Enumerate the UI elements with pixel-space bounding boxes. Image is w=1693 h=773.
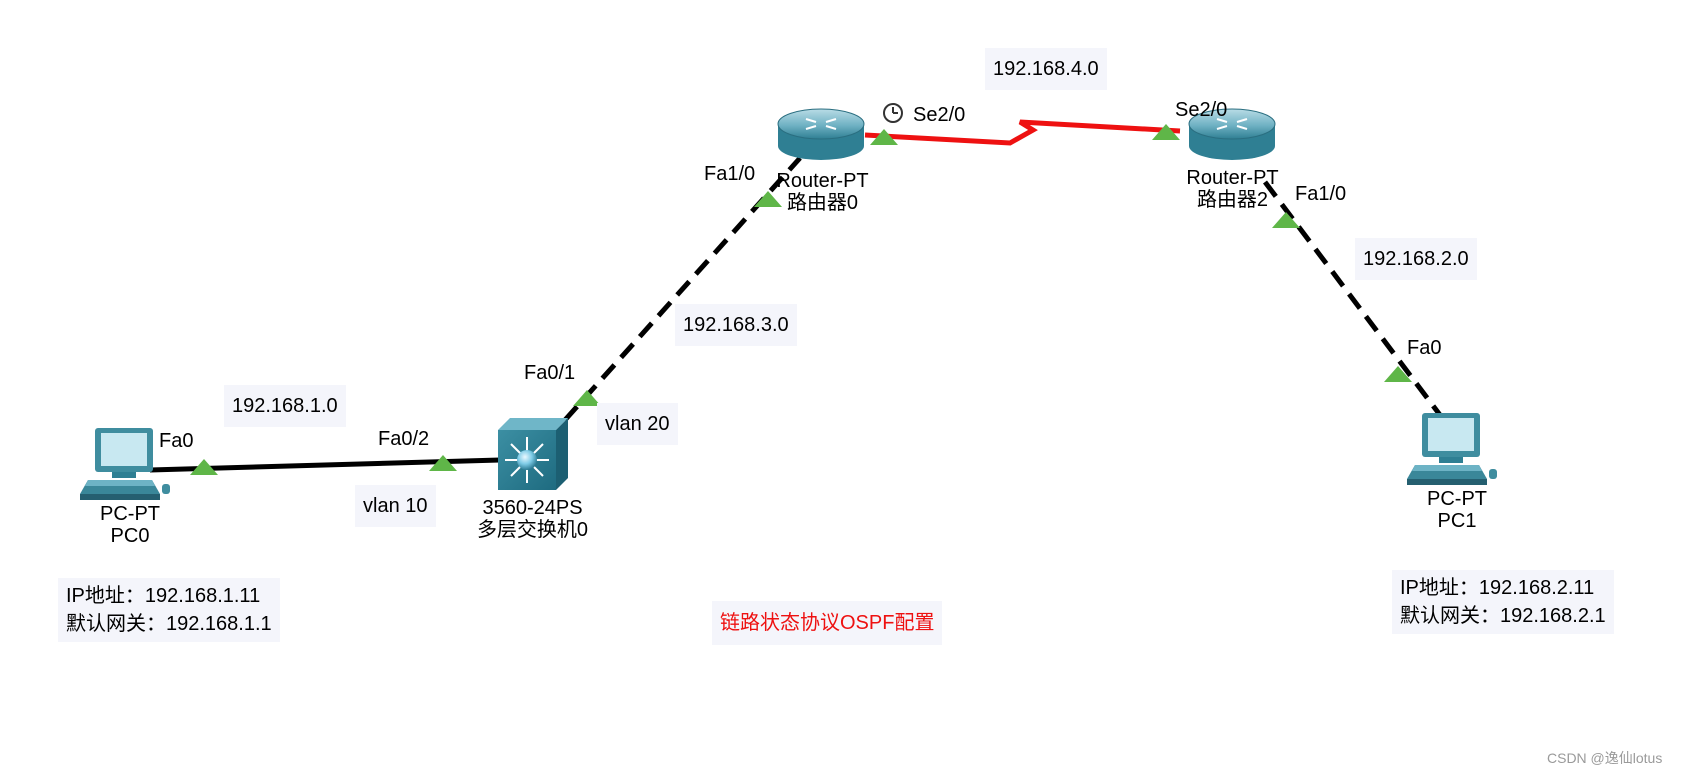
device-type: PC-PT <box>1427 488 1487 510</box>
port-label-switch-fa0-1: Fa0/1 <box>524 362 576 384</box>
port-up-indicator <box>754 191 782 207</box>
router-icon[interactable] <box>1188 108 1276 160</box>
device-label-router0: Router-PT 路由器0 <box>765 170 880 214</box>
device-type: Router-PT <box>1186 167 1279 189</box>
port-label-pc1-fa0: Fa0 <box>1407 337 1442 359</box>
port-up-indicator <box>573 390 601 406</box>
port-up-indicator <box>870 129 898 145</box>
device-name: 路由器2 <box>1196 189 1269 211</box>
link-router0-router2-serial <box>864 119 1181 146</box>
pc1-gateway: 默认网关：192.168.2.1 <box>1400 605 1606 627</box>
router-icon[interactable] <box>777 108 865 160</box>
port-label-pc0-fa0: Fa0 <box>159 430 194 452</box>
pc-icon[interactable] <box>1407 413 1497 485</box>
port-up-indicator <box>1384 366 1412 382</box>
device-label-switch: 3560-24PS 多层交换机0 <box>460 497 605 541</box>
device-name: PC0 <box>110 525 150 547</box>
port-label-router2-fa1-0: Fa1/0 <box>1295 183 1347 205</box>
vlan-label-20: vlan 20 <box>597 403 678 445</box>
port-up-indicator <box>190 459 218 475</box>
device-type: PC-PT <box>100 503 160 525</box>
port-up-indicator <box>429 455 457 471</box>
pc1-ip: IP地址：192.168.2.11 <box>1400 577 1595 599</box>
network-label-192-168-1-0: 192.168.1.0 <box>224 385 346 427</box>
clock-icon <box>883 103 903 123</box>
watermark: CSDN @逸仙lotus <box>1547 750 1663 766</box>
device-name: PC1 <box>1437 510 1477 532</box>
vlan-label-10: vlan 10 <box>355 485 436 527</box>
device-label-pc0: PC-PT PC0 <box>80 503 180 547</box>
network-label-192-168-2-0: 192.168.2.0 <box>1355 238 1477 280</box>
pc0-ip: IP地址：192.168.1.11 <box>66 585 261 607</box>
link-router2-pc1 <box>1263 180 1442 417</box>
pc-icon[interactable] <box>80 428 170 500</box>
network-label-192-168-4-0: 192.168.4.0 <box>985 48 1107 90</box>
port-label-router0-se2-0: Se2/0 <box>913 104 966 126</box>
network-label-192-168-3-0: 192.168.3.0 <box>675 304 797 346</box>
pc0-config-note: IP地址：192.168.1.11 默认网关：192.168.1.1 <box>58 578 280 642</box>
pc1-config-note: IP地址：192.168.2.11 默认网关：192.168.2.1 <box>1392 570 1614 634</box>
diagram-caption: 链路状态协议OSPF配置 <box>712 601 943 645</box>
port-up-indicator <box>1152 124 1180 140</box>
device-label-router2: Router-PT 路由器2 <box>1175 167 1290 211</box>
port-label-router0-fa1-0: Fa1/0 <box>704 163 756 185</box>
device-name: 路由器0 <box>786 192 859 214</box>
device-label-pc1: PC-PT PC1 <box>1407 488 1507 532</box>
port-label-router2-se2-0: Se2/0 <box>1175 99 1228 121</box>
multilayer-switch-icon[interactable] <box>498 418 568 490</box>
device-name: 多层交换机0 <box>476 519 589 541</box>
device-type: Router-PT <box>776 170 869 192</box>
port-label-switch-fa0-2: Fa0/2 <box>378 428 430 450</box>
port-up-indicator <box>1272 212 1300 228</box>
device-type: 3560-24PS <box>482 497 583 519</box>
pc0-gateway: 默认网关：192.168.1.1 <box>66 613 272 635</box>
